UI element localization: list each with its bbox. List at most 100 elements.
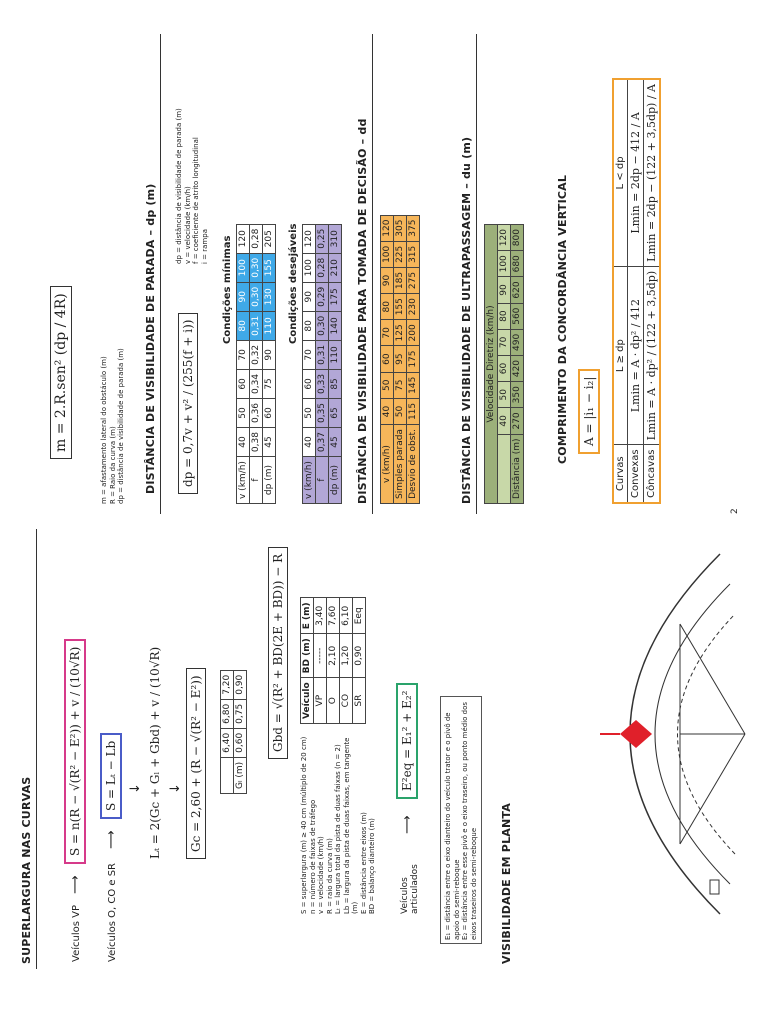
veiculos-o-label: Veículos O, CO e SR	[107, 862, 118, 962]
veic-cell: Eeq	[352, 597, 366, 634]
vertical-table: Curvas L ≥ dp L < dp Convexas Lmin = A ·…	[612, 78, 661, 504]
legend-line: E₁ = distância entre o eixo dianteiro do…	[444, 712, 461, 940]
des-cell: 100	[302, 253, 316, 283]
ult-cell: 800	[510, 224, 524, 251]
vert-cell: Curvas	[613, 444, 628, 503]
vert-cell: Lmin = A · dp² / 412	[627, 266, 644, 445]
legend-m: m = afastamento lateral do obstáculo (m)…	[100, 264, 126, 504]
vert-cell: Convexas	[627, 444, 644, 503]
min-cell: 0,30	[249, 282, 263, 312]
veic-cell: -----	[313, 633, 327, 678]
parada-title: DISTÂNCIA DE VISIBILIDADE DE PARADA – dp…	[144, 183, 157, 494]
des-cell: 85	[328, 369, 342, 399]
dec-cell: 95	[393, 345, 407, 373]
min-cell: 0,30	[249, 253, 263, 283]
ult-cell	[497, 434, 511, 504]
articulados-label: Veículos articulados	[400, 864, 420, 914]
desejaveis-label: Condições desejáveis	[288, 223, 299, 344]
title-rule	[476, 34, 477, 514]
ult-cell: 100	[497, 250, 511, 277]
legend-line: R = Raio da curva (m)	[108, 426, 117, 504]
min-cell: f	[249, 456, 263, 504]
gl-cell: 6,80	[220, 699, 234, 729]
legend-line: m = afastamento lateral do obstáculo (m)	[100, 356, 108, 504]
gl-cell: 0,60	[233, 728, 247, 758]
min-cell: 100	[236, 253, 250, 283]
min-cell: 0,38	[249, 427, 263, 457]
arrow-down-icon: ↓	[168, 783, 183, 794]
min-cell: 75	[262, 369, 276, 399]
dec-cell: 50	[393, 398, 407, 425]
des-cell: 80	[302, 311, 316, 341]
ult-header: Velocidade Diretriz (km/h)	[484, 224, 498, 504]
legend-dp: dp = distância de visibilidade de parada…	[175, 44, 209, 264]
obstacle-diamond-icon	[620, 720, 652, 748]
legend-e-box: E₁ = distância entre o eixo dianteiro do…	[440, 696, 482, 944]
veic-header: Veículo	[300, 677, 314, 724]
min-cell: 60	[262, 398, 276, 428]
legend-line: v = velocidade (km/h)	[317, 836, 325, 914]
min-cell: 60	[236, 369, 250, 399]
ult-cell: 420	[510, 355, 524, 382]
veic-cell: 0,90	[352, 633, 366, 678]
des-cell: 0,33	[315, 369, 329, 399]
gl-cell: Gₗ (m)	[233, 757, 247, 794]
dec-cell: 80	[380, 293, 394, 320]
dec-cell: 155	[393, 293, 407, 320]
gl-cell	[220, 757, 234, 794]
legend-line: f = coeficiente de atrito longitudinal	[192, 137, 200, 264]
ult-cell: 620	[510, 276, 524, 304]
legend-line: Lₜ = largura total da pista de duas faix…	[334, 744, 342, 914]
min-cell: 40	[236, 427, 250, 457]
des-cell: 120	[302, 224, 316, 254]
gl-cell: 7,20	[220, 670, 234, 700]
veic-cell: O	[326, 677, 340, 724]
vert-cell: Côncavas	[643, 444, 660, 503]
min-cell: 130	[262, 282, 276, 312]
dec-cell: Desvio de obst.	[406, 424, 420, 504]
ult-cell: 680	[510, 250, 524, 277]
radius-line	[679, 733, 746, 845]
veic-cell: 7,60	[326, 597, 340, 634]
superlargura-title: SUPERLARGURA NAS CURVAS	[20, 776, 33, 964]
des-cell: v (km/h)	[302, 456, 316, 504]
min-cell: 110	[262, 311, 276, 341]
dec-cell: 315	[406, 241, 420, 268]
vert-cell: Lmin = 2dp − (122 + 3,5dp) / A	[643, 79, 660, 267]
dec-cell: 75	[393, 372, 407, 399]
veic-cell: 1,20	[339, 633, 353, 678]
legend-line: BD = balanço dianteiro (m)	[368, 818, 376, 914]
dec-cell: v (km/h)	[380, 424, 394, 504]
min-cell: 80	[236, 311, 250, 341]
arrow-down-icon: ↓	[128, 783, 143, 794]
vertical-title: COMPRIMENTO DA CONCORDÂNCIA VERTICAL	[556, 174, 569, 464]
min-cell: 45	[262, 427, 276, 457]
des-cell: 0,37	[315, 427, 329, 457]
formula-lt: Lₜ = 2(Gc + Gₗ + Gbd) + v / (10√R)	[148, 646, 162, 859]
legend-line: E₂ = distância entre esse pivô e o eixo …	[461, 701, 478, 940]
legend-line: Lb = largura da pista de duas faixas, em…	[342, 737, 360, 914]
vert-cell: Lmin = A · dp² / (122 + 3,5dp)	[643, 266, 660, 445]
legend-line: i = rampa	[200, 229, 209, 264]
min-cell: 0,32	[249, 340, 263, 370]
formula-dp: dp = 0,7v + v² / (255(f + i))	[178, 312, 198, 494]
des-cell: 0,28	[315, 253, 329, 283]
min-cell: 70	[236, 340, 250, 370]
formula-a: A = |i₁ − i₂|	[578, 368, 600, 454]
dec-cell: Simples parada	[393, 424, 407, 504]
veic-header: E (m)	[300, 597, 314, 634]
formula-gbd: Gbd = √(R² + BD(2E + BD)) − R	[268, 546, 288, 759]
arrow-icon: ⟶	[104, 830, 119, 849]
ult-cell: 40	[497, 407, 511, 435]
des-cell: 70	[302, 340, 316, 370]
ult-cell: Distância (m)	[510, 434, 524, 504]
ultrapassagem-title: DISTÂNCIA DE VISIBILIDADE DE ULTRAPASSAG…	[460, 136, 473, 504]
dec-cell: 175	[406, 345, 420, 373]
veic-cell: 2,10	[326, 633, 340, 678]
gl-cell: 0,90	[233, 670, 247, 700]
veic-cell: 6,10	[339, 597, 353, 634]
minimas-table: v (km/h) 40 50 60 70 80 90 100 120 f 0,3…	[236, 224, 276, 504]
veic-header: BD (m)	[300, 633, 314, 678]
veic-cell: CO	[339, 677, 353, 724]
